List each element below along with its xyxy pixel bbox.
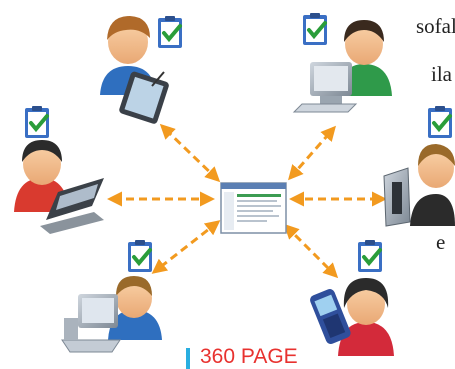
user-with-tablet-icon	[100, 16, 169, 124]
clipboard-check-icon	[358, 240, 382, 272]
footer-label: 360 PAGE	[200, 345, 298, 368]
clipboard-check-icon	[428, 106, 452, 138]
clipboard-check-icon	[128, 240, 152, 272]
clipboard-check-icon	[158, 16, 182, 48]
arrow-to-bottom-right	[283, 223, 339, 279]
document-window-icon	[220, 182, 287, 234]
user-with-laptop-icon	[14, 140, 104, 234]
user-with-mobile-phone-icon	[310, 278, 394, 356]
footer-watermark: 360 PAGE	[186, 344, 326, 369]
arrow-to-top-right	[288, 125, 336, 181]
user-at-desktop-computer-icon	[292, 20, 392, 113]
footer-accent-bar	[186, 348, 190, 369]
arrow-to-top-left	[159, 123, 221, 183]
user-at-workstation-icon	[61, 276, 162, 353]
arrow-to-bottom-left	[151, 220, 221, 274]
connection-arrows	[107, 123, 387, 279]
clipboard-check-icon	[303, 13, 327, 45]
user-at-monitor-icon	[383, 144, 455, 227]
side-text-line-3: e	[436, 230, 446, 254]
side-text-line-2: ila	[431, 62, 452, 86]
clipboard-check-icon	[25, 106, 49, 138]
